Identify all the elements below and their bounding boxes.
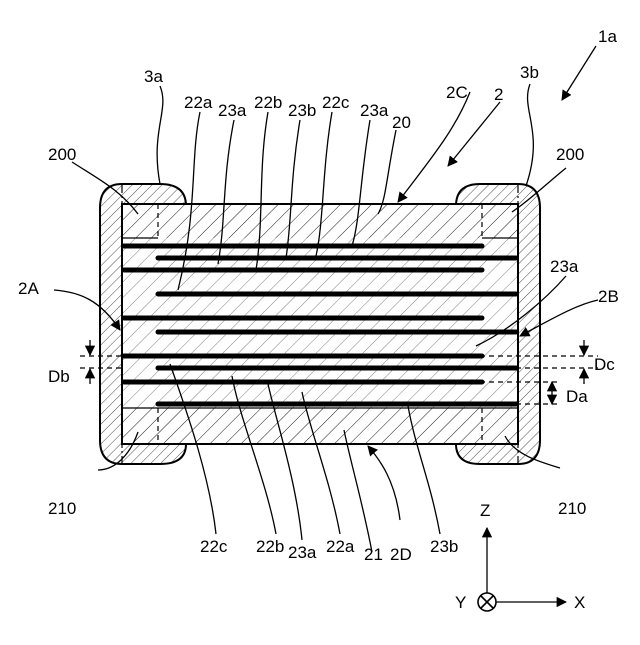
dimension-dc: Dc bbox=[584, 340, 615, 384]
label-22a-top: 22a bbox=[184, 93, 213, 112]
label-200-left: 200 bbox=[48, 145, 76, 164]
label-23a-top: 23a bbox=[218, 101, 247, 120]
label-22a-bot: 22a bbox=[326, 537, 355, 556]
axis-y-label: Y bbox=[455, 593, 466, 612]
axis-z-label: Z bbox=[480, 501, 490, 520]
label-2d: 2D bbox=[390, 545, 412, 564]
label-22b-top: 22b bbox=[254, 93, 282, 112]
label-2b: 2B bbox=[598, 287, 619, 306]
axis-x-label: X bbox=[574, 593, 585, 612]
label-23b-top: 23b bbox=[288, 101, 316, 120]
label-22b-bot: 22b bbox=[256, 537, 284, 556]
label-23a-top-2: 23a bbox=[360, 101, 389, 120]
dimension-da: Da bbox=[552, 382, 588, 406]
label-22c-top: 22c bbox=[322, 93, 350, 112]
label-23b-bot: 23b bbox=[430, 537, 458, 556]
label-2: 2 bbox=[494, 85, 503, 104]
label-210-left: 210 bbox=[48, 499, 76, 518]
label-dc: Dc bbox=[594, 355, 615, 374]
label-21: 21 bbox=[364, 545, 383, 564]
label-2a: 2A bbox=[18, 279, 39, 298]
label-22c-bot: 22c bbox=[200, 537, 228, 556]
label-3b: 3b bbox=[520, 63, 539, 82]
label-fig-1a: 1a bbox=[598, 27, 617, 46]
label-200-right: 200 bbox=[556, 145, 584, 164]
label-20: 20 bbox=[392, 113, 411, 132]
dimension-db: Db bbox=[48, 340, 90, 386]
label-23a-right: 23a bbox=[550, 257, 579, 276]
label-db: Db bbox=[48, 367, 70, 386]
label-210-right: 210 bbox=[558, 499, 586, 518]
label-3a: 3a bbox=[144, 67, 163, 86]
label-da: Da bbox=[566, 387, 588, 406]
label-2c: 2C bbox=[446, 83, 468, 102]
label-23a-bot: 23a bbox=[288, 543, 317, 562]
